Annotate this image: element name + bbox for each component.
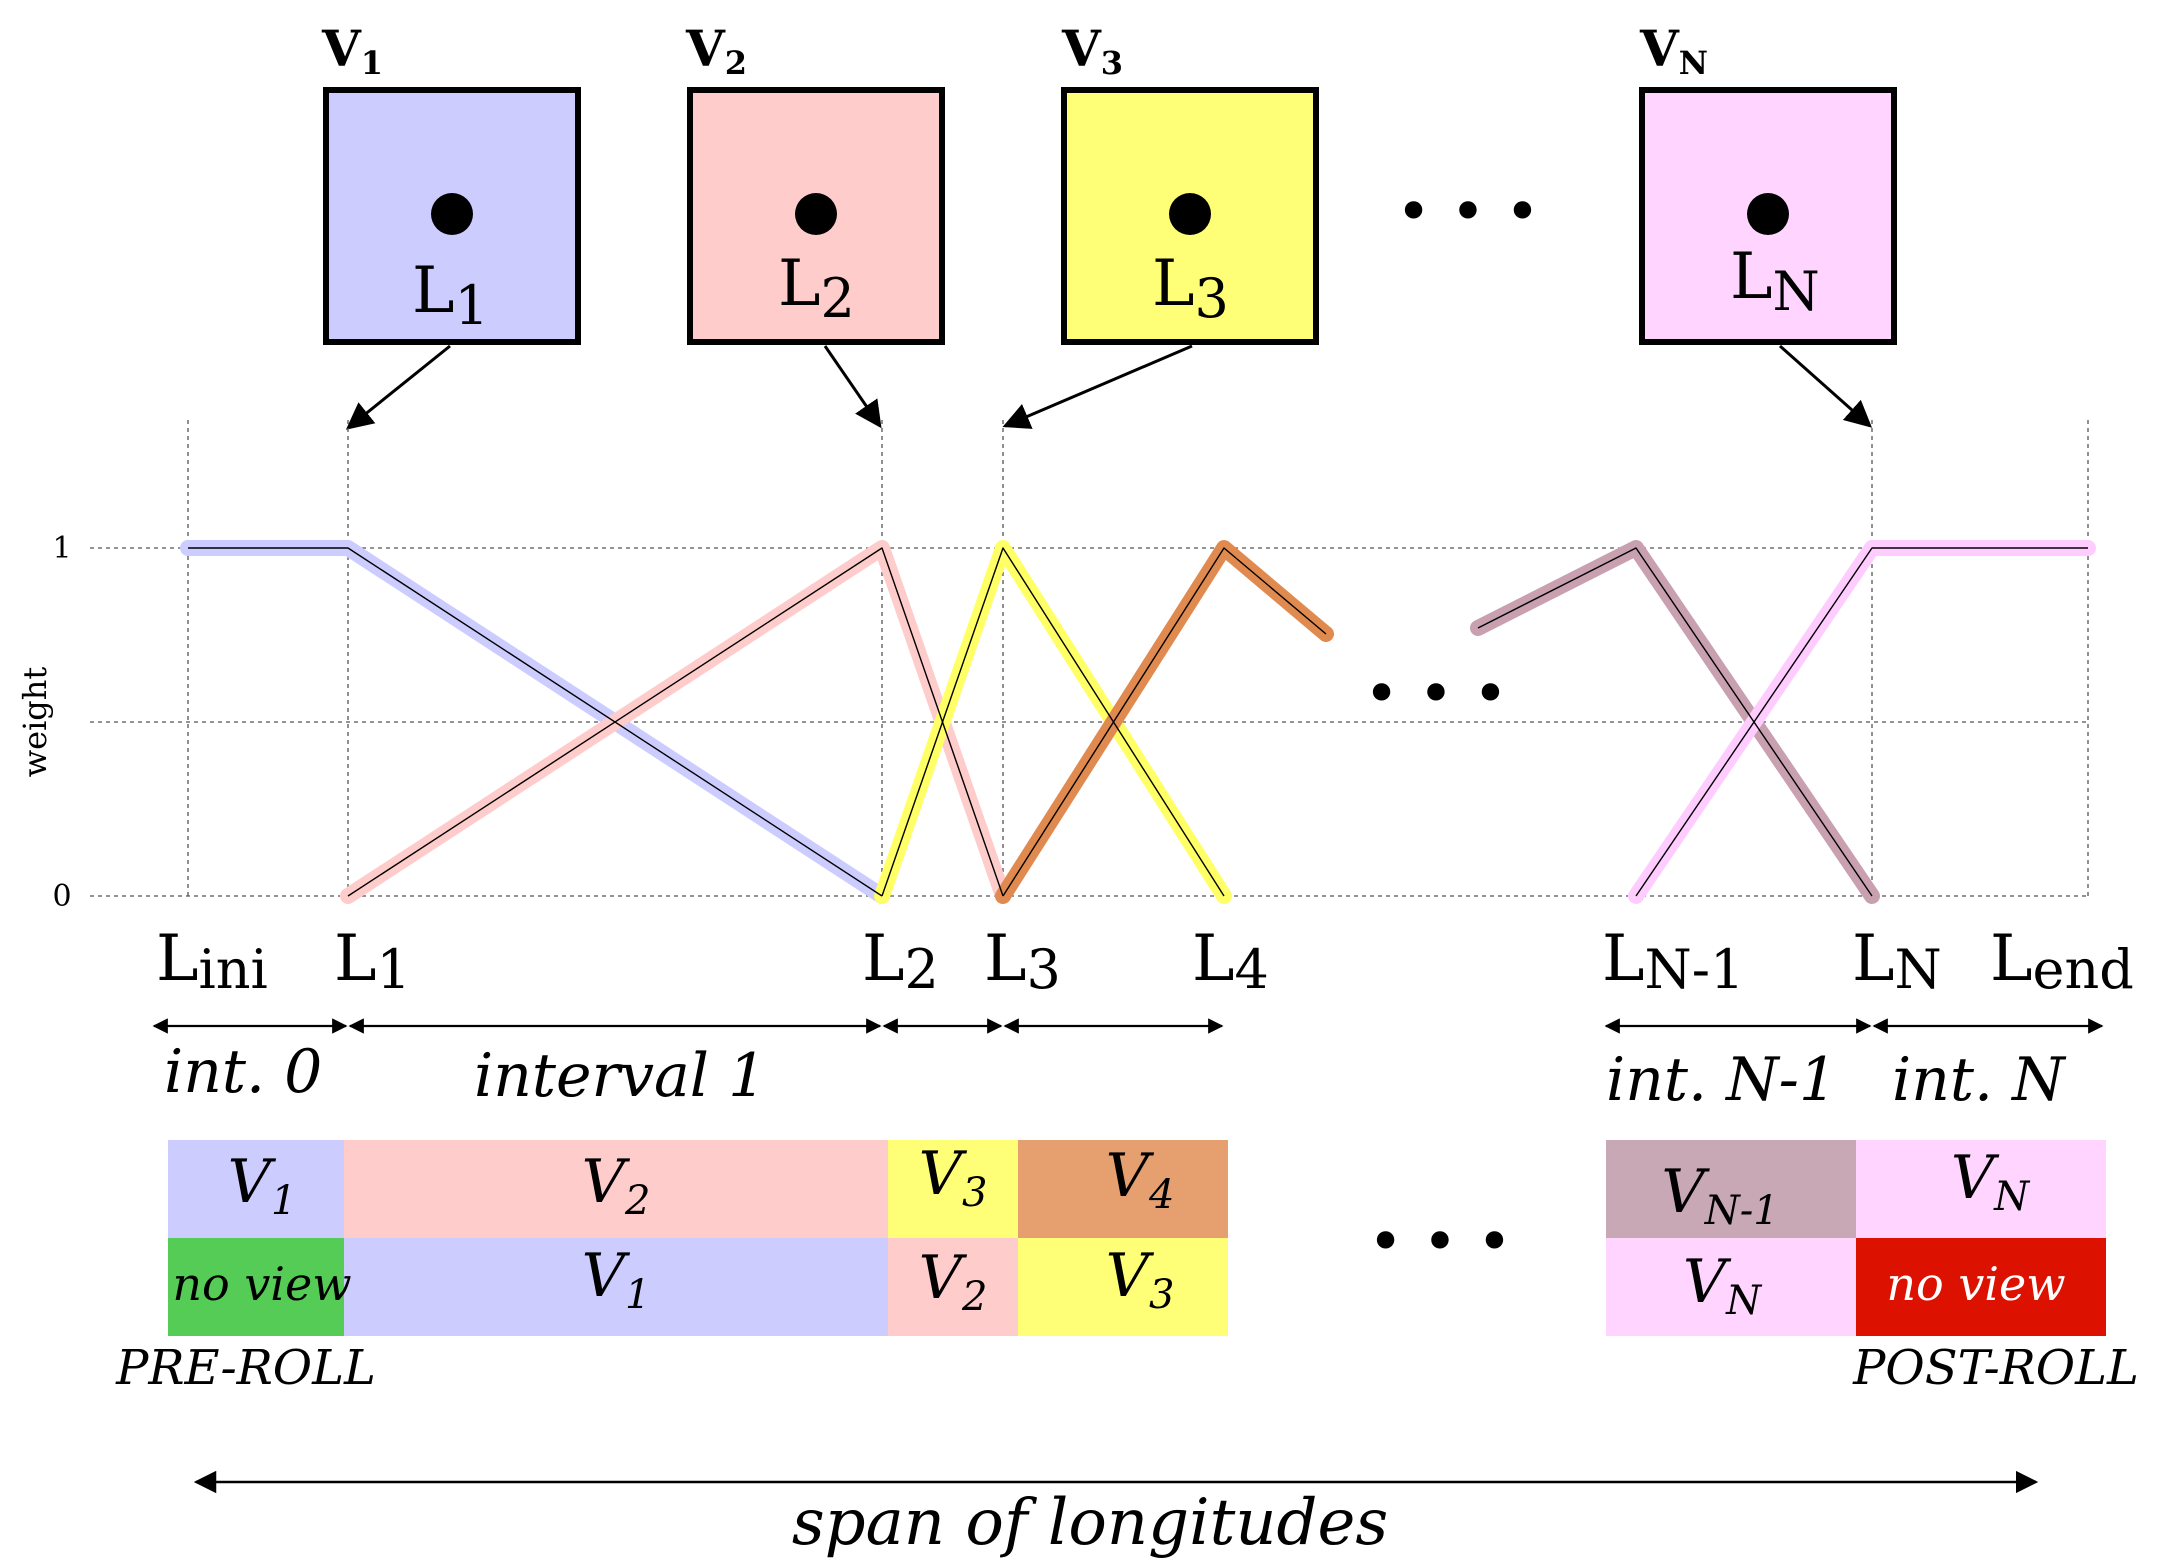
interval-0-label: int. 0 — [164, 1037, 322, 1107]
outline-v4 — [1002, 547, 1327, 897]
table-cell-labels: V1 V2 V3 V4 VN-1 VN no view V1 V2 V3 VN … — [172, 1139, 2065, 1324]
views-ellipsis: • • • — [1396, 177, 1540, 247]
cell-label-top-vn: VN — [1951, 1143, 2031, 1220]
view-assignment-table: V1 V2 V3 V4 VN-1 VN no view V1 V2 V3 VN … — [115, 1139, 2139, 1396]
interval-labels: int. 0 interval 1 int. N-1 int. N — [164, 1037, 2067, 1115]
table-bottom-v3 — [1018, 1238, 1228, 1336]
pre-roll-label: PRE-ROLL — [115, 1340, 376, 1396]
view-box-2-title: V2 — [685, 19, 747, 82]
view-box-n-location: LN — [1730, 240, 1820, 323]
weight-curve-outlines — [188, 547, 2088, 897]
table-bottom-no-view-pre — [168, 1238, 344, 1336]
cell-label-top-v2: V2 — [582, 1147, 651, 1224]
post-roll-label: POST-ROLL — [1852, 1340, 2139, 1396]
cell-label-bottom-v2: V2 — [919, 1243, 988, 1320]
label-lend: Lend — [1990, 922, 2134, 1001]
outline-v3 — [881, 547, 1225, 897]
ytick-1: 1 — [52, 531, 71, 566]
cell-label-no-view-pre: no view — [172, 1257, 351, 1311]
view-box-3: V3 L3 — [1061, 19, 1319, 345]
view-center-dot — [1747, 193, 1789, 235]
table-bottom-v2 — [888, 1238, 1018, 1336]
cell-label-no-view-post: no view — [1886, 1257, 2065, 1311]
view-box-2: V2 L2 — [685, 19, 945, 345]
cell-label-top-v4: V4 — [1106, 1141, 1175, 1218]
label-l2: L2 — [862, 922, 939, 1001]
view-box-n: VN LN — [1639, 19, 1897, 345]
span-label: span of longitudes — [792, 1486, 1388, 1560]
table-top-v2 — [344, 1140, 888, 1238]
view-center-dot — [795, 193, 837, 235]
view-box-1-title: V1 — [321, 19, 383, 82]
cell-label-top-vn-1: VN-1 — [1661, 1157, 1778, 1234]
label-lini: Lini — [156, 922, 268, 1001]
table-top-vn-1 — [1606, 1140, 1856, 1238]
table-top-v4 — [1018, 1140, 1228, 1238]
table-top-v3 — [888, 1140, 1018, 1238]
view-center-dot — [431, 193, 473, 235]
y-axis-label: weight — [16, 667, 54, 778]
label-ln: LN — [1852, 922, 1942, 1001]
outline-vn-1 — [1477, 547, 1873, 897]
cell-label-top-v1: V1 — [228, 1147, 297, 1224]
table-bottom-v1 — [344, 1238, 888, 1336]
outline-v2 — [347, 547, 1004, 897]
chart-ellipsis: • • • — [1364, 659, 1508, 729]
view-box-1-location: L1 — [412, 254, 489, 337]
cell-label-top-v3: V3 — [919, 1139, 988, 1216]
interval-1-label: interval 1 — [474, 1041, 766, 1111]
table-bottom-no-view-post — [1856, 1238, 2106, 1336]
label-l3: L3 — [984, 922, 1061, 1001]
cell-label-bottom-v3: V3 — [1106, 1241, 1175, 1318]
cell-label-bottom-v1: V1 — [582, 1241, 651, 1318]
view-center-dot — [1169, 193, 1211, 235]
outline-vn — [1635, 547, 2088, 897]
view-box-3-location: L3 — [1152, 247, 1229, 330]
weight-chart: 1 0 weight • • • — [16, 420, 2096, 914]
table-top-v1 — [168, 1140, 344, 1238]
view-box-n-title: VN — [1639, 19, 1708, 82]
arrow-ln — [1779, 344, 1873, 428]
arrow-l1 — [345, 344, 451, 430]
label-ln-1: LN-1 — [1602, 922, 1744, 1001]
table-ellipsis: • • • — [1368, 1207, 1512, 1277]
label-l4: L4 — [1192, 922, 1269, 1001]
cell-label-bottom-vn: VN — [1683, 1247, 1763, 1324]
arrow-l2 — [823, 345, 882, 429]
label-l1: L1 — [334, 922, 411, 1001]
interval-n-label: int. N — [1892, 1045, 2067, 1115]
interval-n-1-label: int. N-1 — [1606, 1045, 1837, 1115]
view-box-3-title: V3 — [1061, 19, 1123, 82]
arrow-l3 — [1002, 344, 1193, 429]
table-bottom-vn — [1606, 1238, 1856, 1336]
view-box-1: V1 L1 — [321, 19, 581, 345]
location-labels: Lini L1 L2 L3 L4 LN-1 LN Lend — [156, 922, 2134, 1001]
ytick-0: 0 — [52, 879, 71, 914]
view-box-2-location: L2 — [778, 247, 855, 330]
table-top-vn — [1856, 1140, 2106, 1238]
location-arrows — [345, 344, 1873, 430]
view-box-3-rect — [1061, 87, 1319, 345]
outline-v1 — [188, 547, 883, 897]
